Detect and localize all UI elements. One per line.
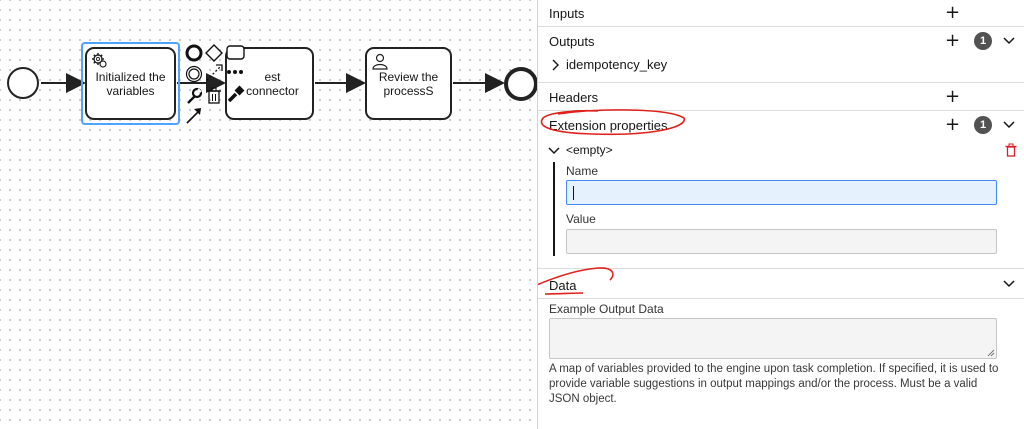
add-header-icon[interactable]: + <box>945 86 961 107</box>
example-output-textarea[interactable] <box>549 318 997 359</box>
selection-frame <box>81 42 180 125</box>
example-output-label: Example Output Data <box>549 302 664 316</box>
group-extension-properties[interactable]: Extension properties + 1 <empty> Name Va… <box>538 112 1024 269</box>
start-event[interactable] <box>7 67 39 99</box>
task-label: est connector <box>246 69 299 98</box>
name-label: Name <box>566 164 599 178</box>
delete-entry-icon[interactable] <box>1005 143 1017 157</box>
output-item-label: idempotency_key <box>566 57 668 72</box>
resize-handle-icon[interactable] <box>987 349 995 357</box>
group-title: Inputs <box>549 6 585 21</box>
add-input-icon[interactable]: + <box>945 2 961 23</box>
chevron-down-icon[interactable] <box>1003 120 1015 130</box>
divider <box>538 298 1024 299</box>
trash-icon[interactable] <box>206 87 222 105</box>
append-end-event-icon[interactable] <box>185 44 203 62</box>
extension-count-badge: 1 <box>974 116 992 134</box>
association-arrow-icon[interactable] <box>185 106 203 124</box>
group-inputs[interactable]: Inputs + <box>538 0 1024 27</box>
name-input[interactable] <box>566 180 997 205</box>
entry-title: <empty> <box>566 143 613 157</box>
append-task-icon[interactable] <box>226 44 246 62</box>
value-input[interactable] <box>566 229 997 254</box>
chevron-down-icon[interactable] <box>1003 36 1015 46</box>
task-label: Review the processS <box>378 69 439 98</box>
output-count-badge: 1 <box>974 32 992 50</box>
more-options-icon[interactable] <box>226 65 244 79</box>
user-icon <box>372 53 388 70</box>
end-event[interactable] <box>504 67 537 101</box>
task-label: Initialized the variables <box>95 69 166 98</box>
bpmn-canvas[interactable]: Initialized the variables est connector … <box>0 0 537 429</box>
add-extension-property-icon[interactable]: + <box>945 114 961 135</box>
service-task-initialize[interactable]: Initialized the variables <box>85 47 176 120</box>
gear-icon <box>92 53 107 68</box>
connect-icon[interactable] <box>205 63 225 83</box>
collapse-entry-icon[interactable] <box>548 146 560 156</box>
entry-indent-bar <box>553 162 555 256</box>
add-output-icon[interactable]: + <box>945 30 961 51</box>
group-title: Outputs <box>549 34 595 49</box>
color-picker-icon[interactable] <box>226 84 246 104</box>
chevron-right-icon <box>552 59 559 71</box>
append-intermediate-event-icon[interactable] <box>185 65 203 83</box>
group-outputs[interactable]: Outputs + 1 idempotency_key <box>538 28 1024 83</box>
sequence-flows <box>41 73 505 93</box>
group-headers[interactable]: Headers + <box>538 84 1024 111</box>
group-title: Extension properties <box>549 118 668 133</box>
data-description: A map of variables provided to the engin… <box>549 363 999 405</box>
user-task-review[interactable]: Review the processS <box>365 47 452 120</box>
chevron-down-icon[interactable] <box>1003 279 1015 289</box>
group-data[interactable]: Data Example Output Data <box>538 270 1024 429</box>
append-gateway-icon[interactable] <box>205 44 223 62</box>
group-title: Headers <box>549 90 599 105</box>
group-title: Data <box>549 278 577 293</box>
value-label: Value <box>566 212 596 226</box>
text-caret <box>573 186 574 200</box>
wrench-icon[interactable] <box>185 87 203 105</box>
properties-panel: Inputs + Outputs + 1 idempotency_key Hea… <box>537 0 1024 429</box>
